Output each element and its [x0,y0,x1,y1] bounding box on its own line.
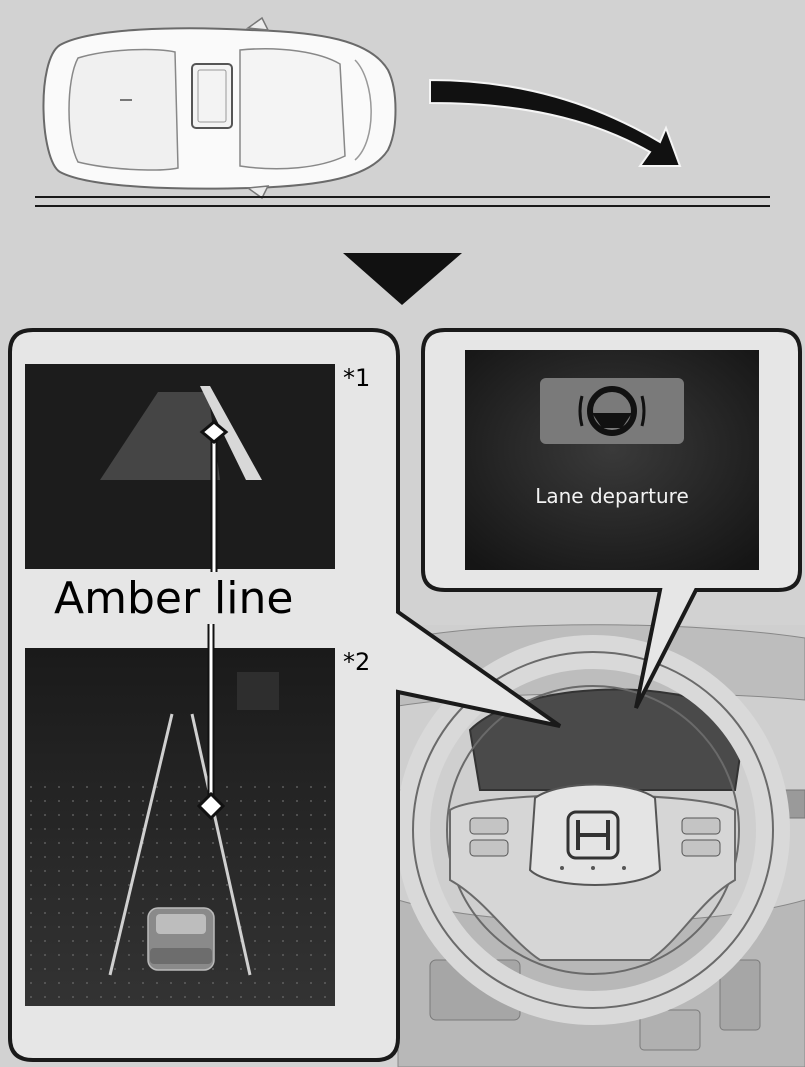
display-screen-2 [25,648,335,1006]
vehicle-icon [147,907,215,971]
footnote-marker-2: *2 [343,648,371,676]
message-display-screen [465,350,759,570]
lane-departure-message: Lane departure [535,484,689,508]
display-screen-1 [25,364,335,569]
curved-arrow-right-icon [429,78,682,167]
car-top-view [42,16,397,200]
steering-wheel-warning-icon [578,386,646,436]
dashboard-illustration [396,624,805,1067]
down-triangle-icon [343,253,462,305]
footnote-marker-1: *1 [343,364,371,392]
amber-line-pointer [196,420,229,821]
amber-line-label: Amber line [54,573,294,624]
